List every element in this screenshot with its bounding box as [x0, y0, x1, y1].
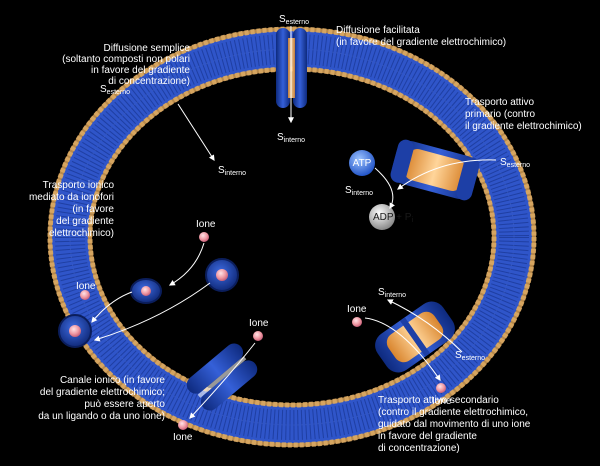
- svg-text:del gradiente: del gradiente: [56, 216, 114, 227]
- adp-molecule: ADP + Pi: [369, 204, 413, 230]
- s-interno-simple: Sinterno: [218, 165, 246, 177]
- svg-text:il gradiente elettrochimico): il gradiente elettrochimico): [465, 121, 582, 132]
- svg-text:(in favore: (in favore: [72, 204, 114, 215]
- svg-text:in favore del gradiente: in favore del gradiente: [91, 65, 190, 76]
- ionophore-outside: [58, 314, 92, 348]
- svg-text:del gradiente elettrochimico;: del gradiente elettrochimico;: [40, 387, 165, 398]
- svg-text:(in favore del gradiente elett: (in favore del gradiente elettrochimico): [336, 37, 506, 48]
- svg-text:(soltanto composti non polari: (soltanto composti non polari: [62, 54, 190, 65]
- label-secondary-active: Trasporto attivo secondario (contro il g…: [378, 395, 531, 454]
- svg-text:primario (contro: primario (contro: [465, 109, 535, 120]
- ion-secondary-outer: [436, 383, 446, 393]
- arrow-simple-diffusion: [177, 103, 215, 162]
- atp-molecule: ATP: [349, 150, 375, 176]
- svg-text:guidato dal movimento di uno i: guidato dal movimento di uno ione: [378, 419, 531, 430]
- adp-label: ADP + Pi: [373, 212, 413, 224]
- svg-text:Diffusione facilitata: Diffusione facilitata: [336, 25, 420, 36]
- ion-secondary-inner: [352, 317, 362, 327]
- arrow-secondary-substrate: [386, 299, 463, 353]
- svg-text:Diffusione semplice: Diffusione semplice: [103, 43, 190, 54]
- arrow-ionophore-back: [93, 282, 211, 342]
- ion-ionophore-outer: [80, 290, 90, 300]
- svg-text:da un ligando o da uno ione): da un ligando o da uno ione): [38, 411, 165, 422]
- arrow-secondary-ion: [364, 317, 441, 381]
- ion-ionophore-inner: [199, 232, 209, 242]
- s-interno-top: Sinterno: [277, 132, 305, 144]
- label-simple-diffusion: Diffusione semplice (soltanto composti n…: [62, 43, 190, 87]
- s-interno-secondary: Sinterno: [378, 287, 406, 299]
- svg-text:di concentrazione): di concentrazione): [108, 76, 190, 87]
- ion-channel-inner: [253, 331, 263, 341]
- arrow-ion-channel: [189, 342, 256, 419]
- s-interno-primary: Sinterno: [345, 185, 373, 197]
- svg-text:Trasporto attivo: Trasporto attivo: [465, 97, 535, 108]
- ionophore-membrane: [130, 278, 162, 304]
- ione-label-ionophore-out: Ione: [76, 281, 96, 292]
- svg-text:mediato da ionofori: mediato da ionofori: [29, 192, 114, 203]
- transport-arrows: [91, 26, 497, 419]
- svg-text:Trasporto attivo secondario: Trasporto attivo secondario: [378, 395, 499, 406]
- ionophore-inside: [205, 258, 239, 292]
- ion-channel-protein: [186, 343, 258, 411]
- label-facilitated-diffusion: Diffusione facilitata (in favore del gra…: [336, 25, 506, 48]
- svg-text:di concentrazione): di concentrazione): [378, 443, 460, 454]
- ione-label-channel-in: Ione: [249, 318, 269, 329]
- label-ion-channel: Canale ionico (in favore del gradiente e…: [38, 375, 165, 422]
- arrow-primary-in: [397, 159, 497, 190]
- arrow-ionophore-in: [168, 242, 205, 286]
- s-esterno-simple: Sesterno: [100, 84, 130, 96]
- ione-label-secondary-in: Ione: [347, 304, 367, 315]
- ione-label-secondary-out: Ione: [432, 396, 452, 407]
- arrow-atp-adp: [374, 167, 395, 210]
- svg-text:Canale ionico (in favore: Canale ionico (in favore: [60, 375, 165, 386]
- primary-active-pump: [390, 139, 480, 201]
- s-esterno-top: Sesterno: [279, 14, 309, 26]
- s-esterno-primary: Sesterno: [500, 157, 530, 169]
- atp-label: ATP: [353, 158, 372, 169]
- ione-label-channel-out: Ione: [173, 432, 193, 443]
- arrow-ionophore-out: [91, 291, 133, 323]
- svg-text:elettrochimico): elettrochimico): [49, 228, 114, 239]
- svg-text:(contro il gradiente elettroch: (contro il gradiente elettrochimico,: [378, 407, 528, 418]
- svg-text:può essere aperto: può essere aperto: [84, 399, 165, 410]
- svg-text:Trasporto ionico: Trasporto ionico: [43, 180, 115, 191]
- label-ionophore: Trasporto ionico mediato da ionofori (in…: [29, 180, 115, 239]
- ion-channel-outer: [178, 420, 188, 430]
- label-primary-active: Trasporto attivo primario (contro il gra…: [465, 97, 582, 132]
- s-esterno-secondary: Sesterno: [455, 350, 485, 362]
- ione-label-ionophore-in: Ione: [196, 219, 216, 230]
- svg-text:in favore del gradiente: in favore del gradiente: [378, 431, 477, 442]
